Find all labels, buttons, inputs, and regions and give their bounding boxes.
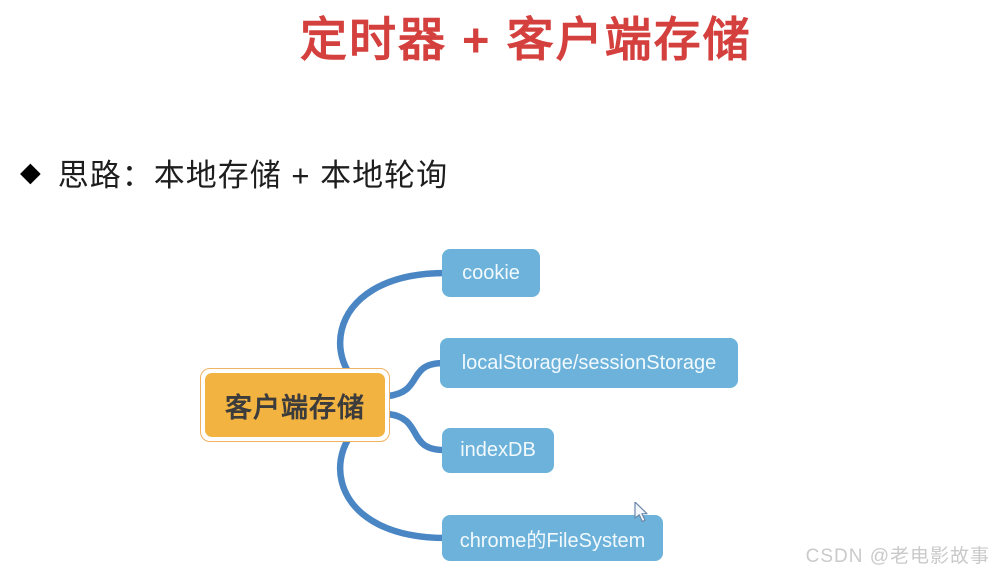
mindmap-node-cookie[interactable]: cookie xyxy=(442,249,540,297)
mindmap-root-label: 客户端存储 xyxy=(205,373,385,437)
bullet-text: 思路：本地存储 + 本地轮询 xyxy=(57,158,449,193)
branch-curve-indexdb xyxy=(384,410,448,454)
bullet-line: ◆ 思路：本地存储 + 本地轮询 xyxy=(20,150,448,195)
diamond-bullet-icon: ◆ xyxy=(20,157,41,187)
mindmap-node-indexdb[interactable]: indexDB xyxy=(442,428,554,473)
branch-curve-localstorage xyxy=(384,359,448,400)
page-title: 定时器 + 客户端存储 xyxy=(300,13,752,66)
mindmap-root-node[interactable]: 客户端存储 xyxy=(200,368,390,442)
csdn-watermark: CSDN @老电影故事 xyxy=(805,546,990,567)
mindmap-node-filesystem[interactable]: chrome的FileSystem xyxy=(442,515,663,561)
mindmap-node-localstorage[interactable]: localStorage/sessionStorage xyxy=(440,338,738,388)
